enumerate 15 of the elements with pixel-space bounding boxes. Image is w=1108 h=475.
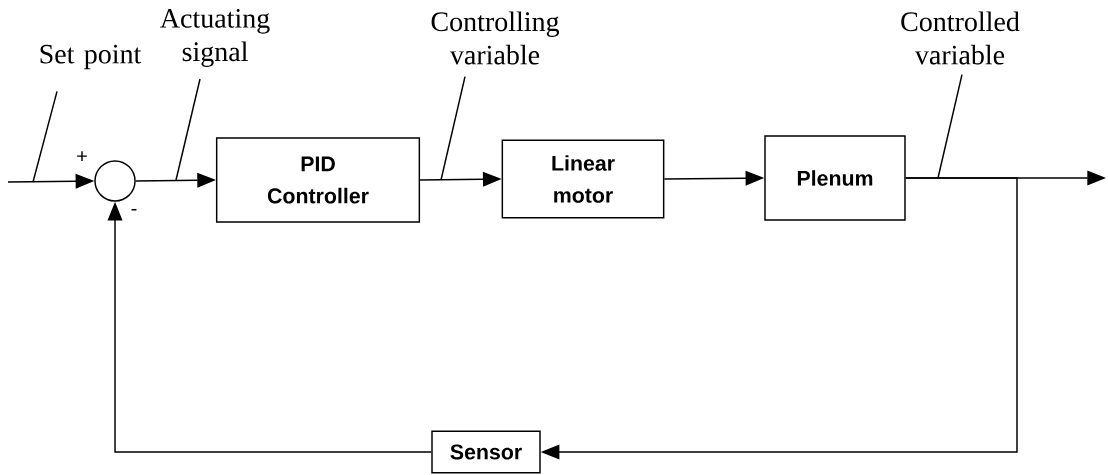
leader-line <box>32 90 58 183</box>
leader-line <box>440 75 466 181</box>
signal-label: Controlled variable <box>901 11 1020 65</box>
signal-label: Actuating signal <box>160 9 270 67</box>
leader-line <box>937 73 963 179</box>
block: Sensor <box>431 430 541 474</box>
signal-label: Set point <box>40 44 142 70</box>
leader-line <box>175 78 201 181</box>
block: Plenum <box>764 135 906 221</box>
block: PID Controller <box>215 137 421 223</box>
signal-label: Controlling variable <box>431 11 560 65</box>
sign-label: + <box>77 151 87 161</box>
block: Linear motor <box>501 139 665 219</box>
summing-junction <box>94 160 136 202</box>
sign-label: - <box>131 208 137 211</box>
